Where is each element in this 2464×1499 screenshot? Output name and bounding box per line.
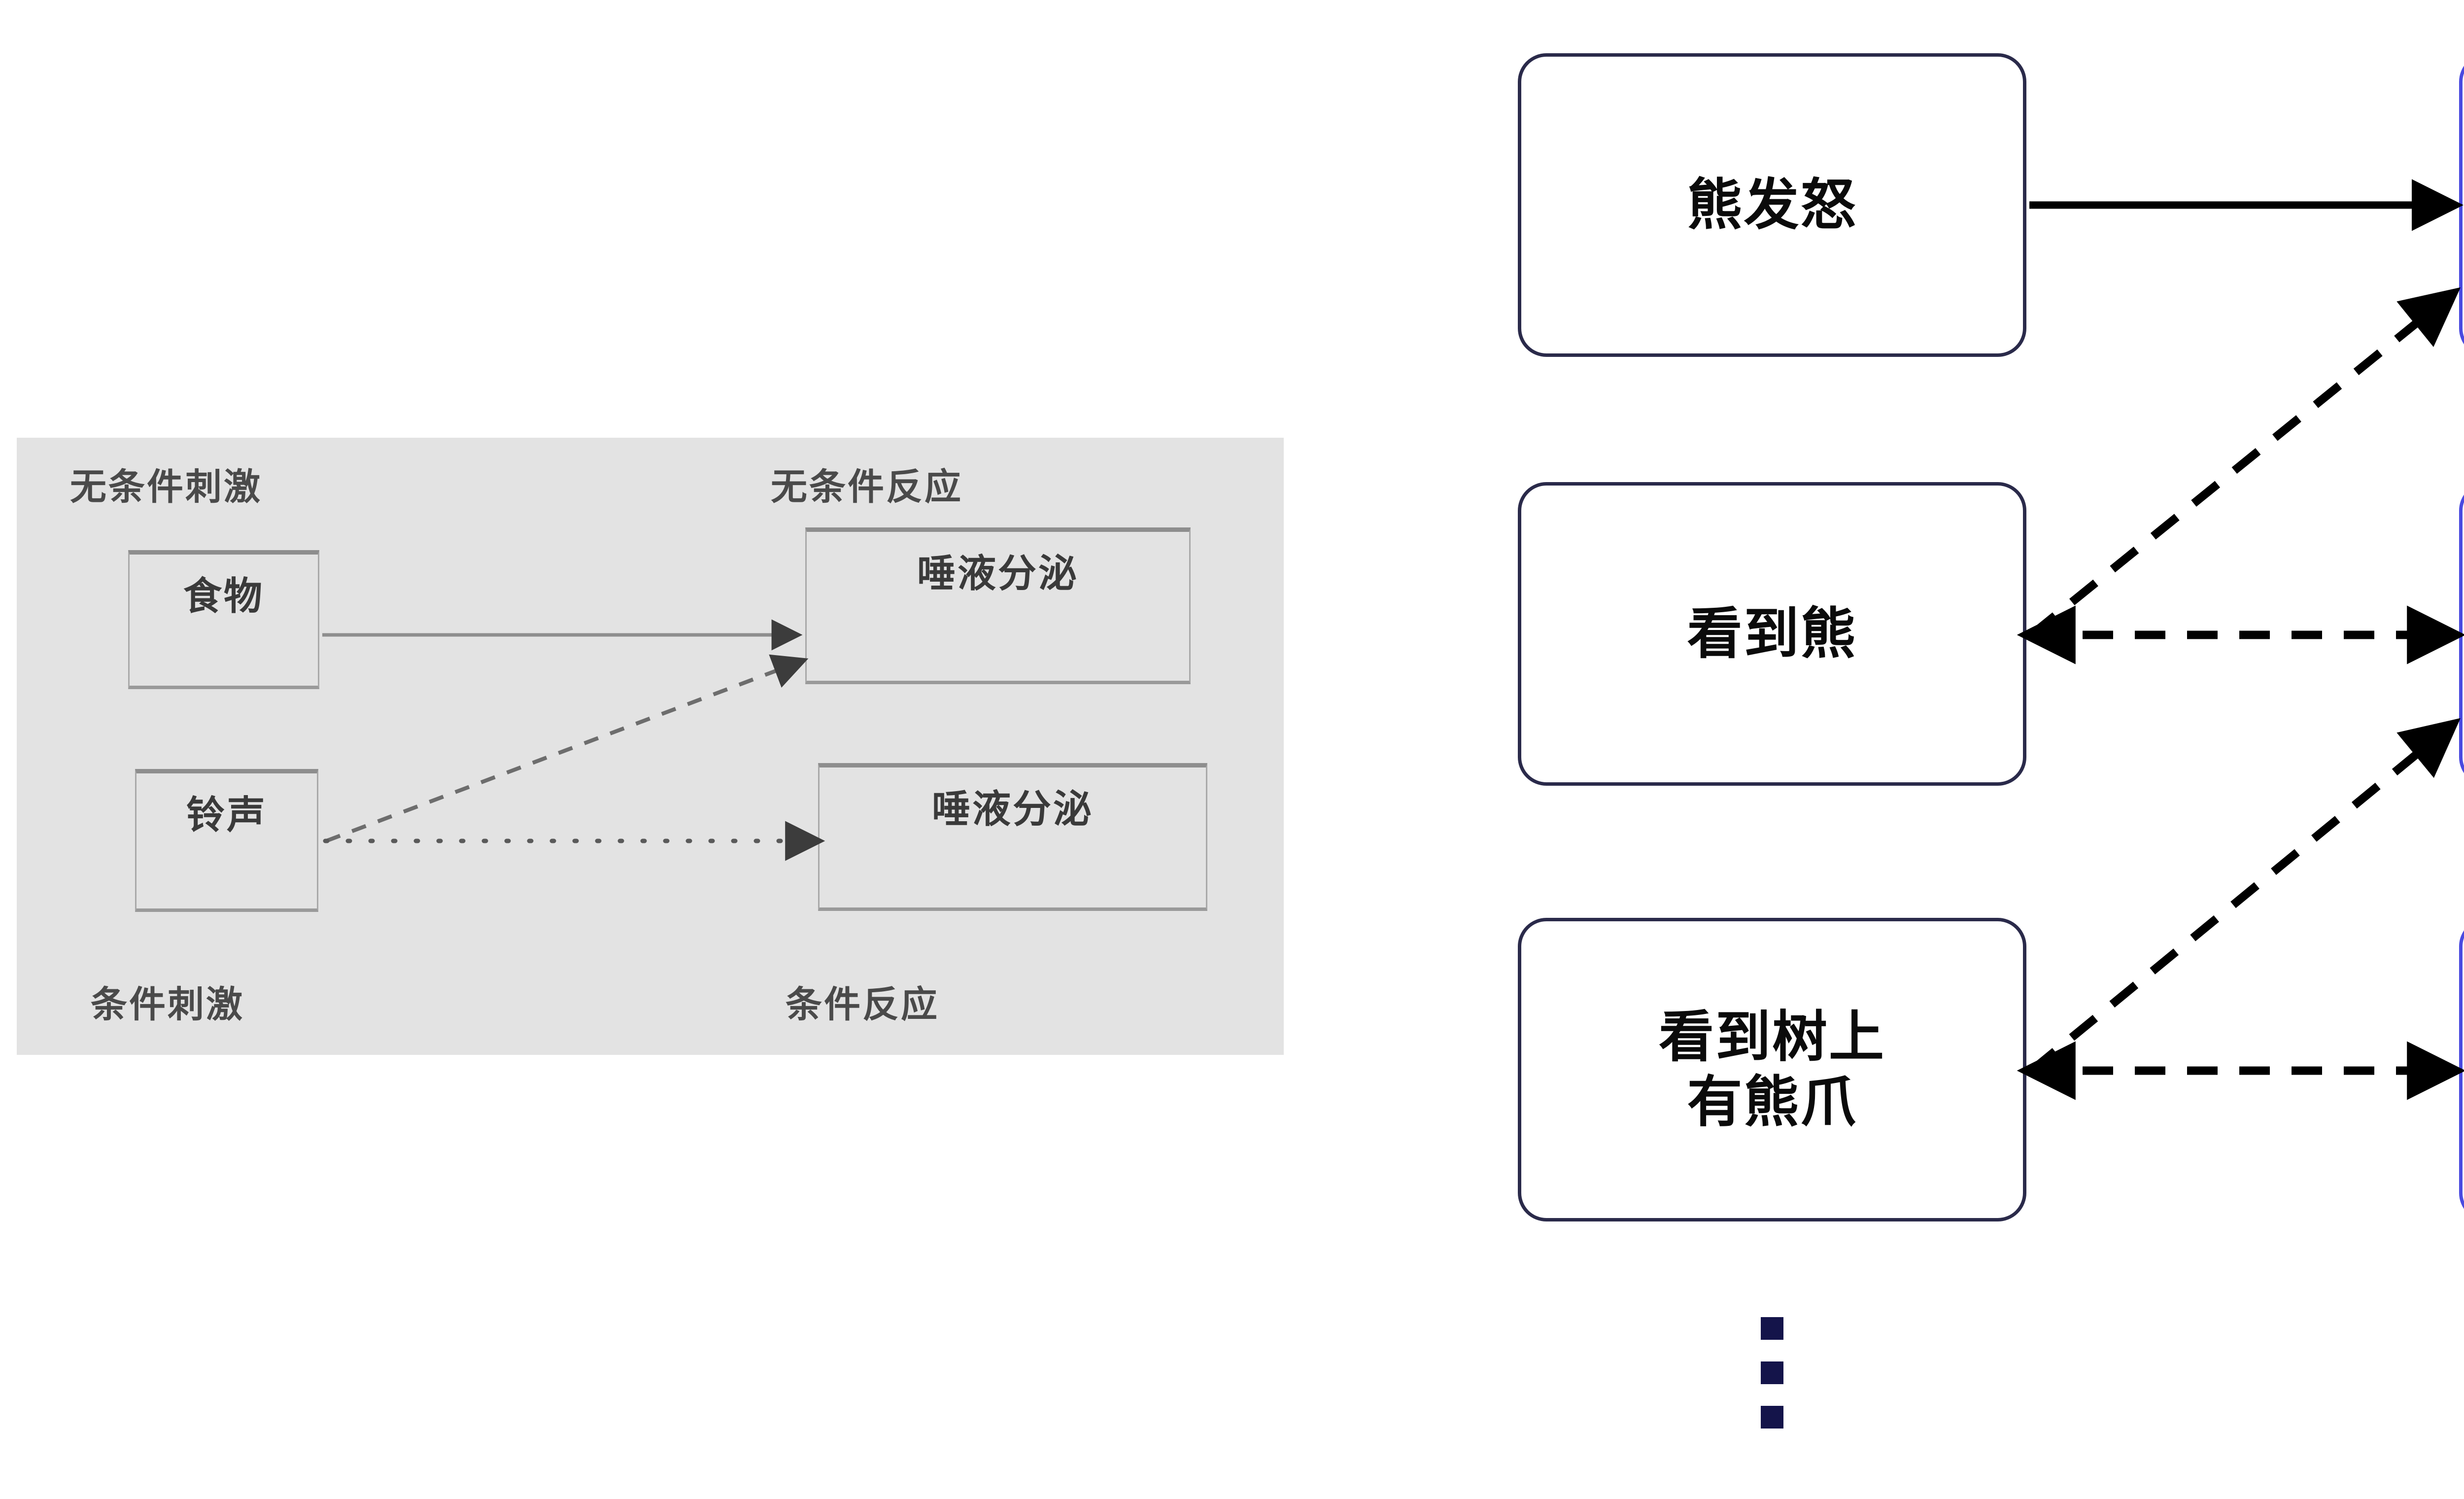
box-salivation-unconditioned: 唾液分泌 xyxy=(805,527,1191,684)
ellipsis-square xyxy=(1761,1406,1783,1429)
label-unconditioned-stimulus: 无条件刺激 xyxy=(70,466,262,508)
label-unconditioned-response: 无条件反应 xyxy=(771,466,963,508)
ellipsis-square xyxy=(1761,1361,1783,1384)
box-salivation-conditioned: 唾液分泌 xyxy=(818,763,1207,911)
box-bell: 铃声 xyxy=(135,769,318,912)
arrow-see-bear-to-reward xyxy=(2028,287,2461,638)
label-conditioned-response: 条件反应 xyxy=(786,983,939,1026)
box-salivation-conditioned-label: 唾液分泌 xyxy=(931,787,1094,832)
box-see-bear-claw: 看到树上 有熊爪 xyxy=(1518,918,2026,1221)
box-see-bear-claw-label-line1: 看到树上 xyxy=(1659,1005,1885,1069)
left-column-ellipsis xyxy=(1761,1317,1783,1429)
box-bear-angry-label: 熊发怒 xyxy=(1687,173,1857,237)
box-see-bear: 看到熊 xyxy=(1518,482,2026,786)
classical-conditioning-panel: 无条件刺激 无条件反应 条件刺激 条件反应 食物 唾液分泌 铃声 唾液分泌 xyxy=(17,438,1284,1055)
box-food-label: 食物 xyxy=(183,574,264,619)
ellipsis-square xyxy=(1761,1317,1783,1340)
box-bell-label: 铃声 xyxy=(186,793,267,837)
arrow-see-bear-claw-to-value-next-state xyxy=(2028,718,2461,1074)
box-food: 食物 xyxy=(128,550,319,689)
box-bear-angry: 熊发怒 xyxy=(1518,53,2026,357)
box-see-bear-label: 看到熊 xyxy=(1687,601,1857,666)
box-see-bear-claw-label-line2: 有熊爪 xyxy=(1687,1070,1857,1134)
left-panel-arrows xyxy=(322,619,825,861)
label-conditioned-stimulus: 条件刺激 xyxy=(91,983,244,1026)
box-salivation-unconditioned-label: 唾液分泌 xyxy=(917,552,1079,596)
